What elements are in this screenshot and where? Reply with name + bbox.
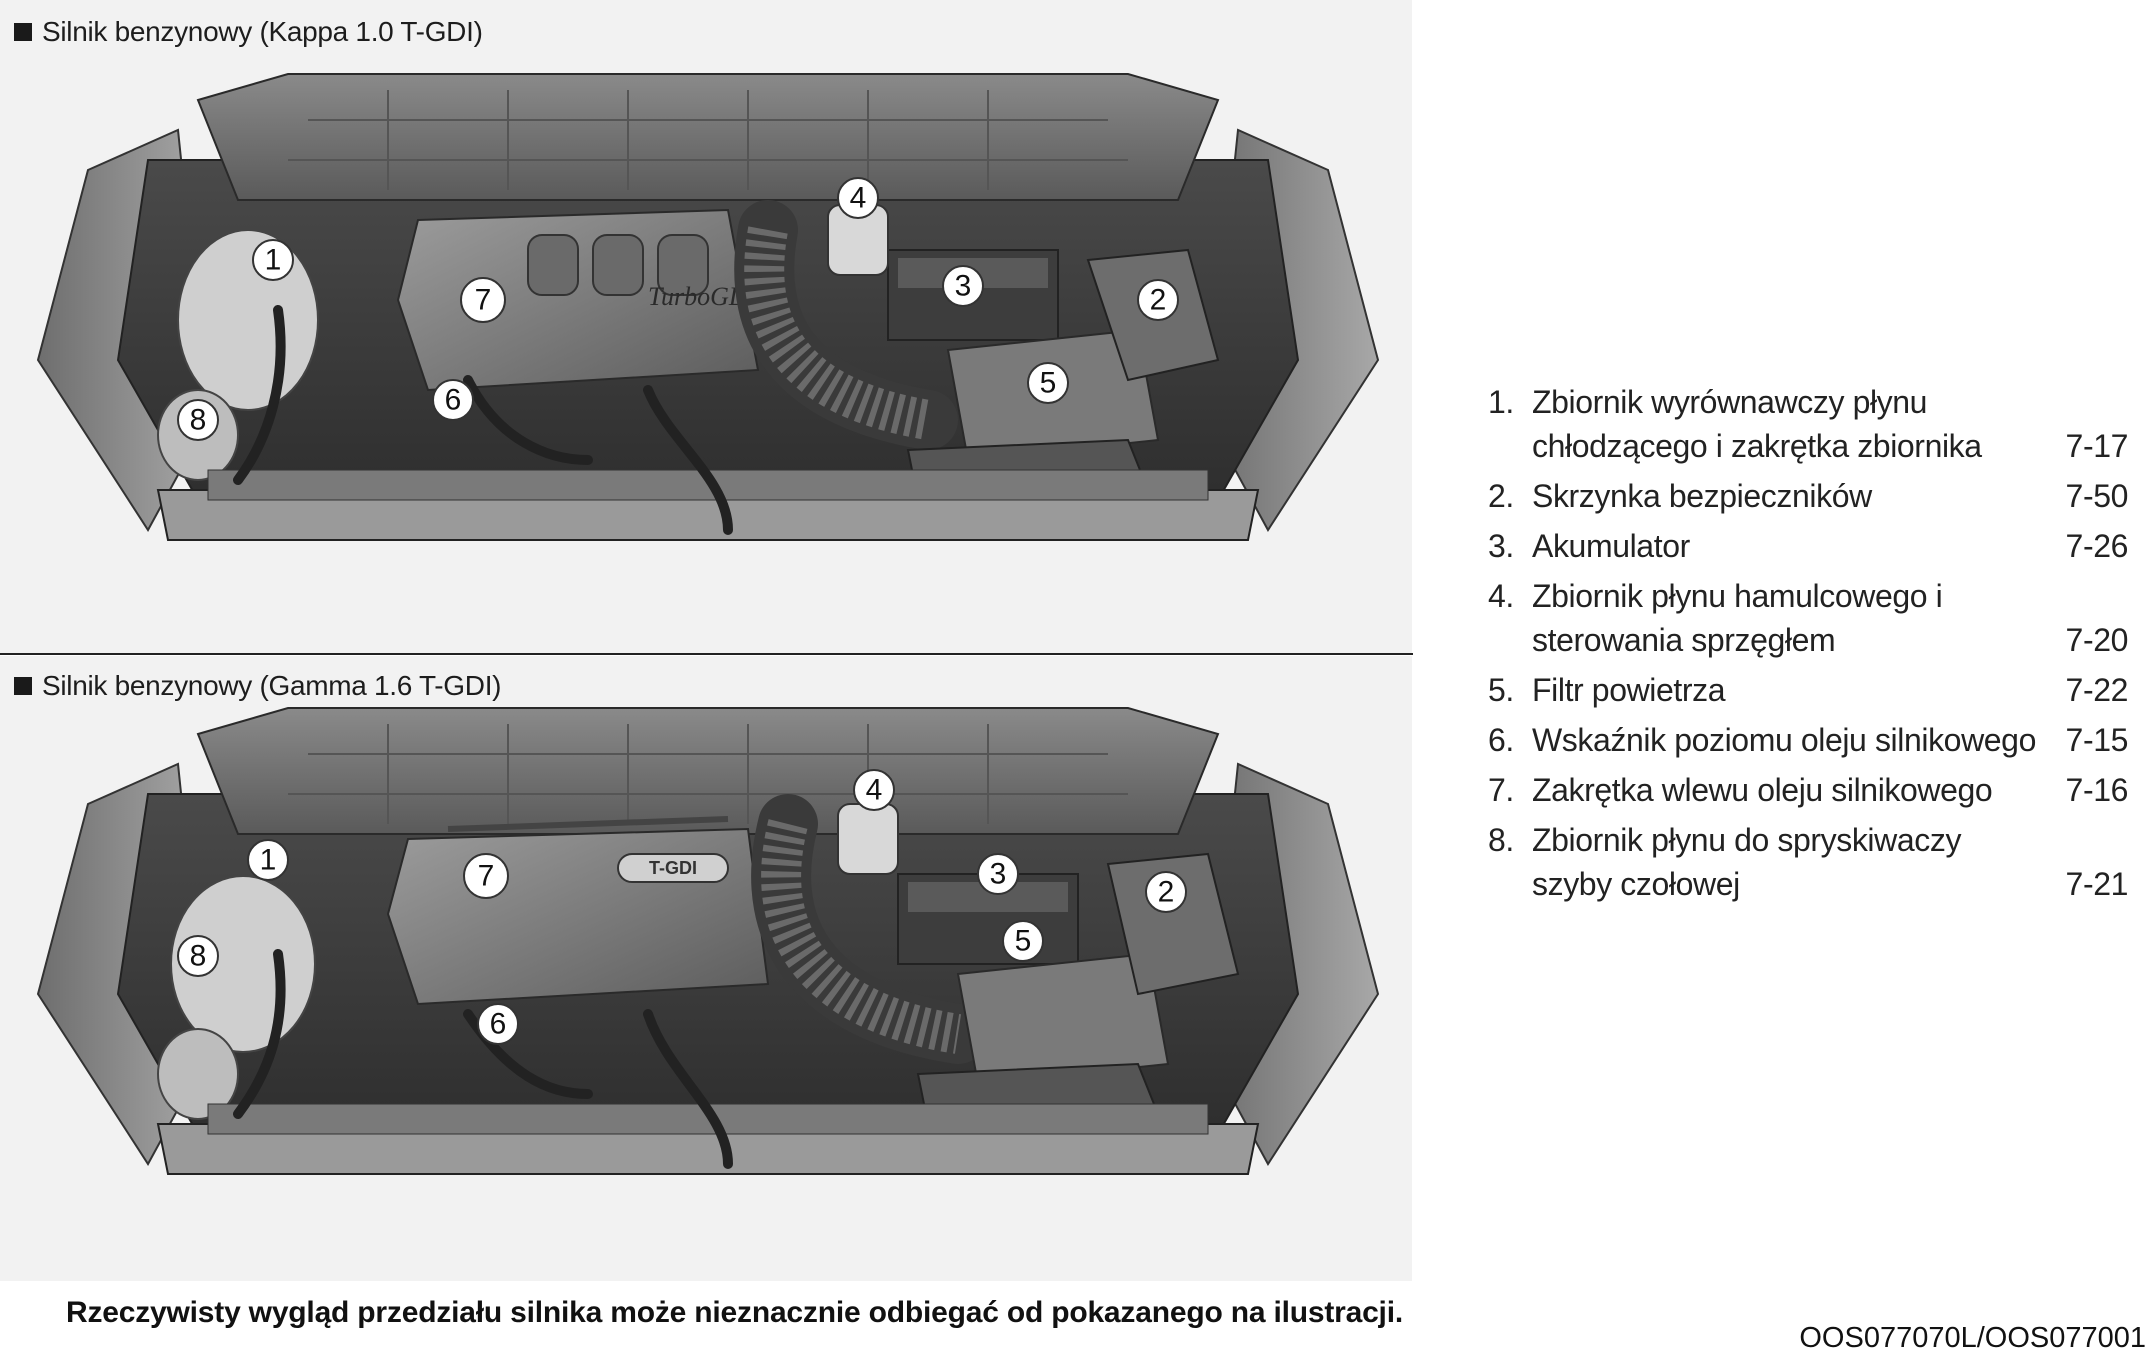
- legend-page-ref: 7-50: [2065, 478, 2129, 514]
- panel-title: Silnik benzynowy (Kappa 1.0 T-GDI): [14, 16, 483, 48]
- svg-text:3: 3: [955, 270, 972, 303]
- callout-8: 8: [177, 399, 219, 441]
- legend-text: Zbiornik płynu do spryskiwaczy szyby czo…: [1532, 822, 1962, 902]
- svg-text:8: 8: [190, 940, 207, 973]
- svg-text:5: 5: [1040, 367, 1057, 400]
- legend-text: Wskaźnik poziomu oleju silnikowego: [1532, 722, 2036, 758]
- panel-title-text: Silnik benzynowy (Gamma 1.6 T-GDI): [42, 670, 502, 701]
- engine-cover-label: T-GDI: [649, 858, 697, 878]
- bullet-square-icon: [14, 23, 32, 41]
- legend-page-ref: 7-20: [2065, 622, 2129, 658]
- callout-8: 8: [177, 935, 219, 977]
- callout-1: 1: [247, 839, 289, 881]
- callout-5: 5: [1002, 920, 1044, 962]
- engine-bay-drawing: TurboGDi 1 2 3: [36, 73, 1380, 541]
- panel-divider: [0, 653, 1413, 655]
- component-legend: 1. Zbiornik wyrównawczy płynu chłodząceg…: [1488, 380, 2128, 912]
- legend-number: 5.: [1488, 672, 1514, 708]
- svg-text:7: 7: [475, 284, 492, 317]
- callout-2: 2: [1145, 871, 1187, 913]
- legend-number: 7.: [1488, 772, 1514, 808]
- svg-text:3: 3: [990, 858, 1007, 891]
- legend-page-ref: 7-22: [2065, 672, 2129, 708]
- legend-number: 8.: [1488, 822, 1514, 858]
- svg-text:1: 1: [260, 844, 277, 877]
- legend-item: 3. Akumulator 7-26: [1488, 524, 2128, 568]
- legend-number: 4.: [1488, 578, 1514, 614]
- callout-2: 2: [1137, 279, 1179, 321]
- legend-item: 7. Zakrętka wlewu oleju silnikowego 7-16: [1488, 768, 2128, 812]
- legend-page-ref: 7-16: [2065, 772, 2129, 808]
- svg-text:5: 5: [1015, 925, 1032, 958]
- svg-text:2: 2: [1158, 876, 1175, 909]
- image-code: OOS077070L/OOS077001: [1799, 1322, 2146, 1354]
- callout-6: 6: [477, 1003, 519, 1045]
- callout-6: 6: [432, 379, 474, 421]
- svg-text:4: 4: [866, 774, 883, 807]
- panel-title-text: Silnik benzynowy (Kappa 1.0 T-GDI): [42, 16, 483, 47]
- legend-page-ref: 7-26: [2065, 528, 2129, 564]
- engine-panel-kappa: Silnik benzynowy (Kappa 1.0 T-GDI): [0, 0, 1412, 654]
- legend-text: Filtr powietrza: [1532, 672, 1726, 708]
- svg-text:6: 6: [445, 384, 462, 417]
- legend-page-ref: 7-15: [2065, 722, 2129, 758]
- callout-4: 4: [837, 177, 879, 219]
- legend-item: 1. Zbiornik wyrównawczy płynu chłodząceg…: [1488, 380, 2128, 468]
- legend-item: 4. Zbiornik płynu hamulcowego i sterowan…: [1488, 574, 2128, 662]
- callout-3: 3: [942, 265, 984, 307]
- legend-text: Zbiornik wyrównawczy płynu chłodzącego i…: [1532, 384, 1982, 464]
- panel-title: Silnik benzynowy (Gamma 1.6 T-GDI): [14, 670, 502, 702]
- engine-panel-gamma: Silnik benzynowy (Gamma 1.6 T-GDI) T-GDI: [0, 656, 1412, 1281]
- legend-number: 1.: [1488, 384, 1514, 420]
- legend-number: 6.: [1488, 722, 1514, 758]
- callout-3: 3: [977, 853, 1019, 895]
- callout-5: 5: [1027, 362, 1069, 404]
- svg-text:2: 2: [1150, 284, 1167, 317]
- callout-7: 7: [463, 853, 509, 899]
- legend-page-ref: 7-21: [2065, 866, 2129, 902]
- legend-item: 5. Filtr powietrza 7-22: [1488, 668, 2128, 712]
- legend-item: 6. Wskaźnik poziomu oleju silnikowego 7-…: [1488, 718, 2128, 762]
- legend-page-ref: 7-17: [2065, 428, 2129, 464]
- legend-number: 3.: [1488, 528, 1514, 564]
- engine-bay-illustration: TurboGDi 1 2 3: [28, 60, 1388, 580]
- bullet-square-icon: [14, 677, 32, 695]
- svg-text:4: 4: [850, 182, 867, 215]
- legend-text: Zakrętka wlewu oleju silnikowego: [1532, 772, 1993, 808]
- callout-7: 7: [460, 277, 506, 323]
- svg-text:8: 8: [190, 404, 207, 437]
- engine-bay-illustration: T-GDI 1 2 3 4 5 6 7 8: [28, 694, 1388, 1224]
- legend-item: 8. Zbiornik płynu do spryskiwaczy szyby …: [1488, 818, 2128, 906]
- svg-text:1: 1: [265, 244, 282, 277]
- callout-1: 1: [252, 239, 294, 281]
- svg-text:6: 6: [490, 1008, 507, 1041]
- svg-text:7: 7: [478, 860, 495, 893]
- legend-text: Zbiornik płynu hamulcowego i sterowania …: [1532, 578, 1943, 658]
- footer-note: Rzeczywisty wygląd przedziału silnika mo…: [66, 1296, 1403, 1329]
- legend-number: 2.: [1488, 478, 1514, 514]
- engine-bay-drawing: T-GDI 1 2 3 4 5 6 7 8: [36, 707, 1380, 1175]
- legend-text: Akumulator: [1532, 528, 1690, 564]
- legend-item: 2. Skrzynka bezpieczników 7-50: [1488, 474, 2128, 518]
- callout-4: 4: [853, 769, 895, 811]
- legend-text: Skrzynka bezpieczników: [1532, 478, 1872, 514]
